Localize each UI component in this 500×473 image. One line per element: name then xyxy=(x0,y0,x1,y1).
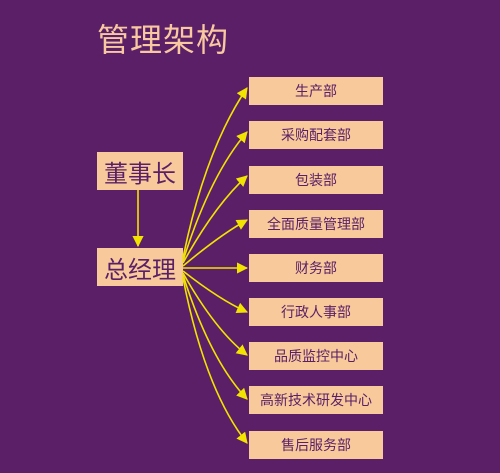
department-box-after-sales: 售后服务部 xyxy=(249,431,383,459)
general-manager-box: 总经理 xyxy=(97,248,183,286)
arrow-to-quality-control xyxy=(182,272,248,356)
department-box-quality-management: 全面质量管理部 xyxy=(249,210,383,238)
arrow-to-hr-admin xyxy=(182,270,249,314)
arrow-to-procurement xyxy=(182,131,248,262)
department-label: 生产部 xyxy=(295,84,337,100)
department-label: 行政人事部 xyxy=(281,305,351,321)
department-box-rnd-center: 高新技术研发中心 xyxy=(249,386,383,414)
department-box-packaging: 包装部 xyxy=(249,166,383,194)
department-label: 全面质量管理部 xyxy=(267,217,365,233)
department-box-hr-admin: 行政人事部 xyxy=(249,298,383,326)
department-label: 售后服务部 xyxy=(281,438,351,454)
department-label: 采购配套部 xyxy=(281,128,351,144)
department-box-procurement: 采购配套部 xyxy=(249,121,383,149)
department-box-production: 生产部 xyxy=(249,77,383,105)
department-label: 高新技术研发中心 xyxy=(260,393,372,409)
arrow-to-production xyxy=(182,87,248,259)
page-title: 管理架构 xyxy=(97,21,230,59)
department-box-quality-control: 品质监控中心 xyxy=(249,342,383,370)
chairman-box: 董事长 xyxy=(97,152,183,190)
general-manager-label: 总经理 xyxy=(104,255,176,284)
arrow-to-rnd-center xyxy=(182,274,248,400)
department-label: 财务部 xyxy=(295,261,337,277)
department-label: 包装部 xyxy=(295,173,337,189)
department-label: 品质监控中心 xyxy=(274,349,358,365)
arrow-to-quality-management xyxy=(182,219,248,267)
department-box-finance: 财务部 xyxy=(249,254,383,282)
arrow-to-after-sales xyxy=(182,277,248,444)
chairman-label: 董事长 xyxy=(104,159,176,188)
arrow-to-packaging xyxy=(182,175,248,264)
